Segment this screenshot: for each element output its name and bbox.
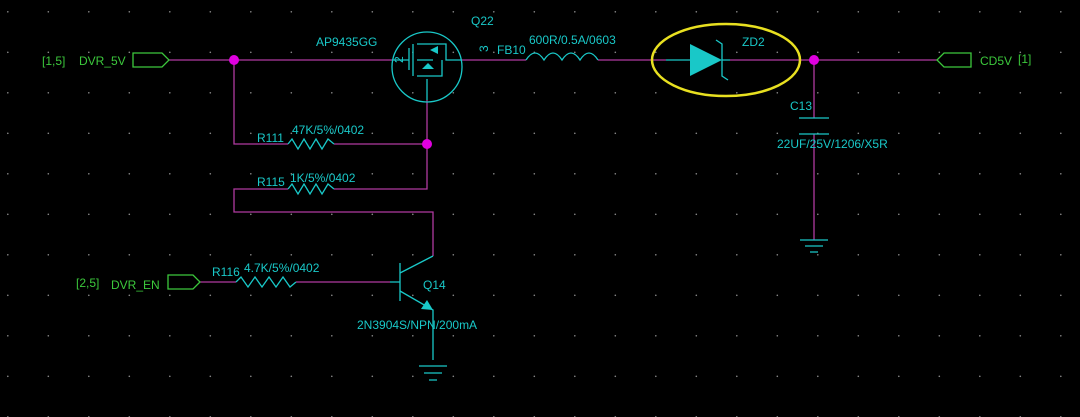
q22-ref: Q22 [471,14,494,28]
ground-icon [419,365,447,381]
zd2-ref: ZD2 [742,35,765,49]
port-dvr-5v-name: DVR_5V [79,54,126,68]
inductor-icon [525,52,599,62]
resistor-icon [287,137,335,151]
port-cd5v[interactable]: CD5V [1] [936,52,1031,68]
zd2-diode[interactable]: ZD2 [650,22,802,98]
port-dvr-5v[interactable]: [1,5] DVR_5V [42,52,170,68]
r111-ref: R111 [257,131,284,145]
port-dvr-en[interactable]: [2,5] DVR_EN [76,274,201,292]
capacitor-icon [799,117,829,135]
r111-resistor[interactable]: R111 47K/5%/0402 [257,123,364,151]
diode-icon [690,44,722,76]
junction-dot [809,55,819,65]
q14-value: 2N3904S/NPN/200mA [357,318,477,332]
port-dvr-en-ref: [2,5] [76,276,99,290]
q14-transistor[interactable]: Q14 2N3904S/NPN/200mA [357,255,477,381]
r115-resistor[interactable]: R115 1K/5%/0402 [257,171,356,196]
port-dvr-5v-ref: [1,5] [42,54,65,68]
r111-value: 47K/5%/0402 [292,123,364,137]
r115-value: 1K/5%/0402 [290,171,356,185]
q22-pin3: 3 [477,45,491,52]
fb10-ferrite[interactable]: FB10 600R/0.5A/0603 [497,33,616,62]
r115-ref: R115 [257,175,285,189]
c13-ref: C13 [790,99,812,113]
highlight-ellipse [650,22,802,98]
r116-resistor[interactable]: R116 4.7K/5%/0402 [212,261,320,289]
q22-value: AP9435GG [316,35,377,49]
q22-pin2: 2 [392,56,406,63]
c13-value: 22UF/25V/1206/X5R [777,137,888,151]
npn-transistor-icon [390,255,434,360]
junction-dot [422,139,432,149]
q22-mosfet[interactable]: Q22 AP9435GG 2 3 [316,14,494,103]
mosfet-icon [391,31,463,103]
port-cd5v-ref: [1] [1018,52,1031,66]
junction-dot [229,55,239,65]
port-cd5v-name: CD5V [980,54,1012,68]
fb10-value: 600R/0.5A/0603 [529,33,616,47]
ground-icon [800,239,828,253]
resistor-icon [235,275,297,289]
port-dvr-en-name: DVR_EN [111,278,160,292]
q14-ref: Q14 [423,278,446,292]
r116-ref: R116 [212,265,240,279]
r116-value: 4.7K/5%/0402 [244,261,320,275]
resistor-icon [287,182,335,196]
fb10-ref: FB10 [497,43,526,57]
c13-capacitor[interactable]: C13 22UF/25V/1206/X5R [777,99,888,253]
